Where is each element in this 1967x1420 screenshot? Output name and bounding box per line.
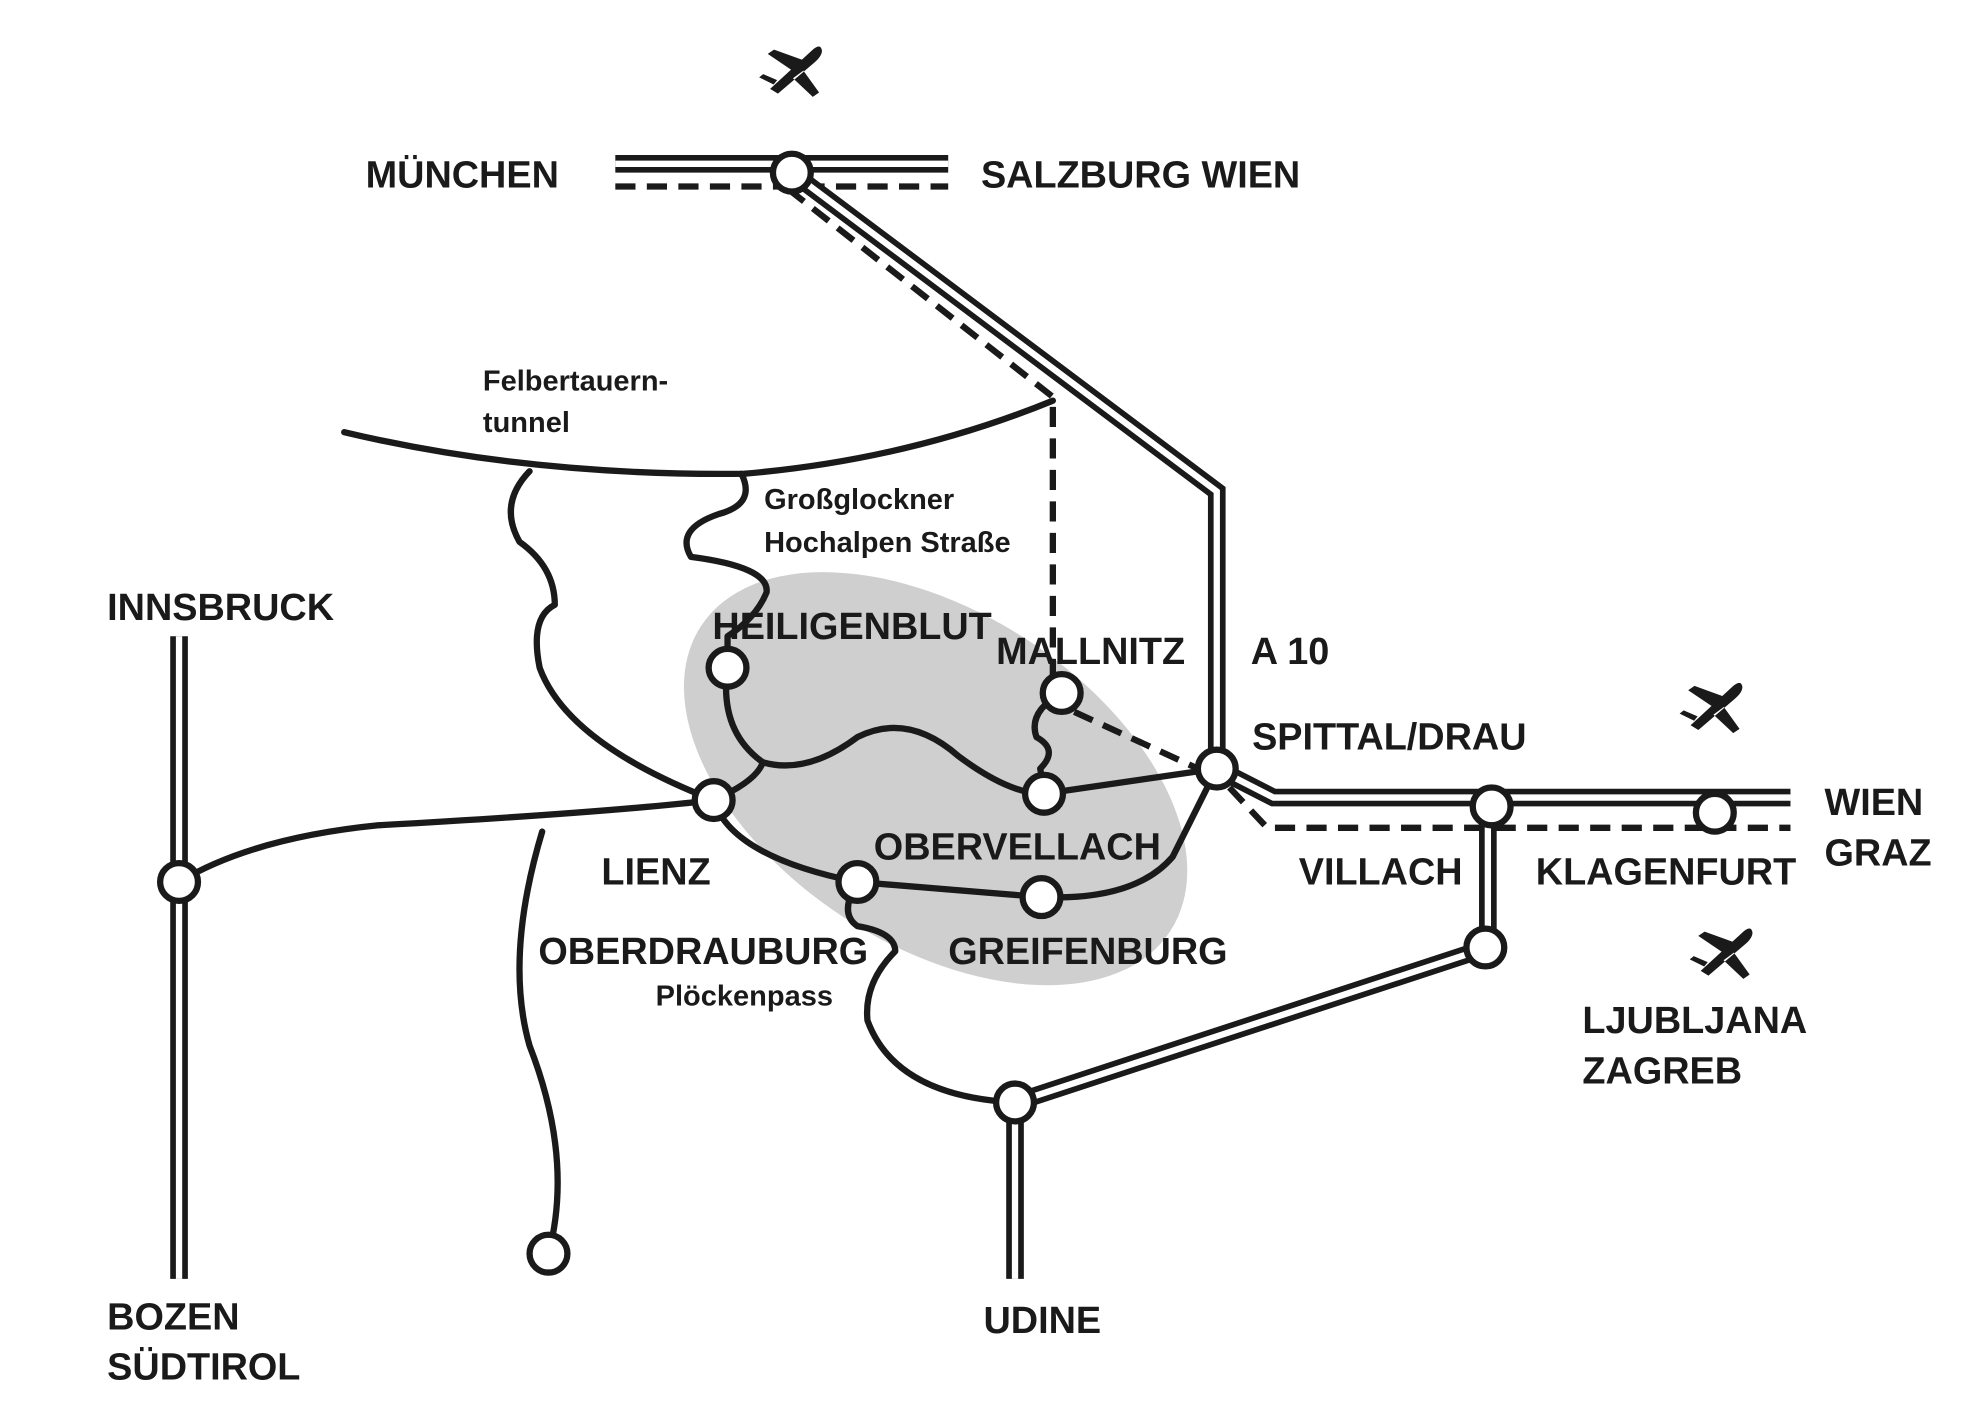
label-klagenfurt: KLAGENFURT [1536, 852, 1796, 894]
airplane-icon-klagenfurt [1671, 667, 1759, 751]
label-obervellach: OBERVELLACH [874, 826, 1161, 868]
label-ploeckenpass: Plöckenpass [656, 980, 833, 1012]
station-obervellach [1021, 771, 1067, 816]
label-felbertauern: Felbertauern- [483, 366, 668, 398]
label-wien: WIEN [1825, 782, 1924, 824]
airplane-icon-ljubljana [1681, 913, 1769, 996]
label-ljubljana: LJUBLJANA [1582, 1000, 1807, 1042]
label-heiligenblut: HEILIGENBLUT [712, 606, 991, 648]
label-mallnitz: MALLNITZ [996, 631, 1185, 673]
label-grossglockner: Großglockner [764, 484, 954, 516]
label-innsbruck: INNSBRUCK [107, 587, 334, 629]
label-villach: VILLACH [1299, 852, 1463, 894]
station-innsbruck-line [156, 859, 202, 905]
label-suedtirol: SÜDTIROL [107, 1347, 300, 1389]
label-zagreb: ZAGREB [1582, 1051, 1742, 1093]
label-oberdrauburg: OBERDRAUBURG [538, 931, 868, 973]
station-mallnitz [1039, 670, 1084, 716]
station-villach [1469, 784, 1514, 829]
station-muenchen-salzburg [769, 150, 814, 195]
label-a10: A 10 [1251, 631, 1329, 673]
label-hochalpen-strasse: Hochalpen Straße [764, 527, 1011, 559]
label-udine: UDINE [984, 1300, 1102, 1342]
label-tunnel: tunnel [483, 407, 570, 439]
station-heiligenblut [705, 645, 750, 690]
label-spittal: SPITTAL/DRAU [1252, 717, 1526, 759]
label-lienz: LIENZ [601, 852, 710, 894]
label-greifenburg: GREIFENBURG [948, 931, 1227, 973]
station-villach-south [1463, 925, 1508, 970]
station-oberdrauburg [835, 859, 880, 905]
label-graz: GRAZ [1825, 833, 1932, 875]
station-klagenfurt [1692, 790, 1737, 835]
label-bozen: BOZEN [107, 1296, 239, 1338]
airplane-icon-salzburg [751, 31, 839, 114]
label-salzburg-wien: SALZBURG WIEN [981, 155, 1300, 197]
station-ploeckenpass-end [526, 1231, 571, 1276]
station-lienz [691, 778, 736, 823]
station-udine-junction [992, 1080, 1038, 1125]
label-muenchen: MÜNCHEN [366, 155, 559, 197]
roads [175, 397, 1220, 1257]
station-greifenburg [1019, 875, 1064, 920]
station-spittal [1194, 746, 1239, 791]
